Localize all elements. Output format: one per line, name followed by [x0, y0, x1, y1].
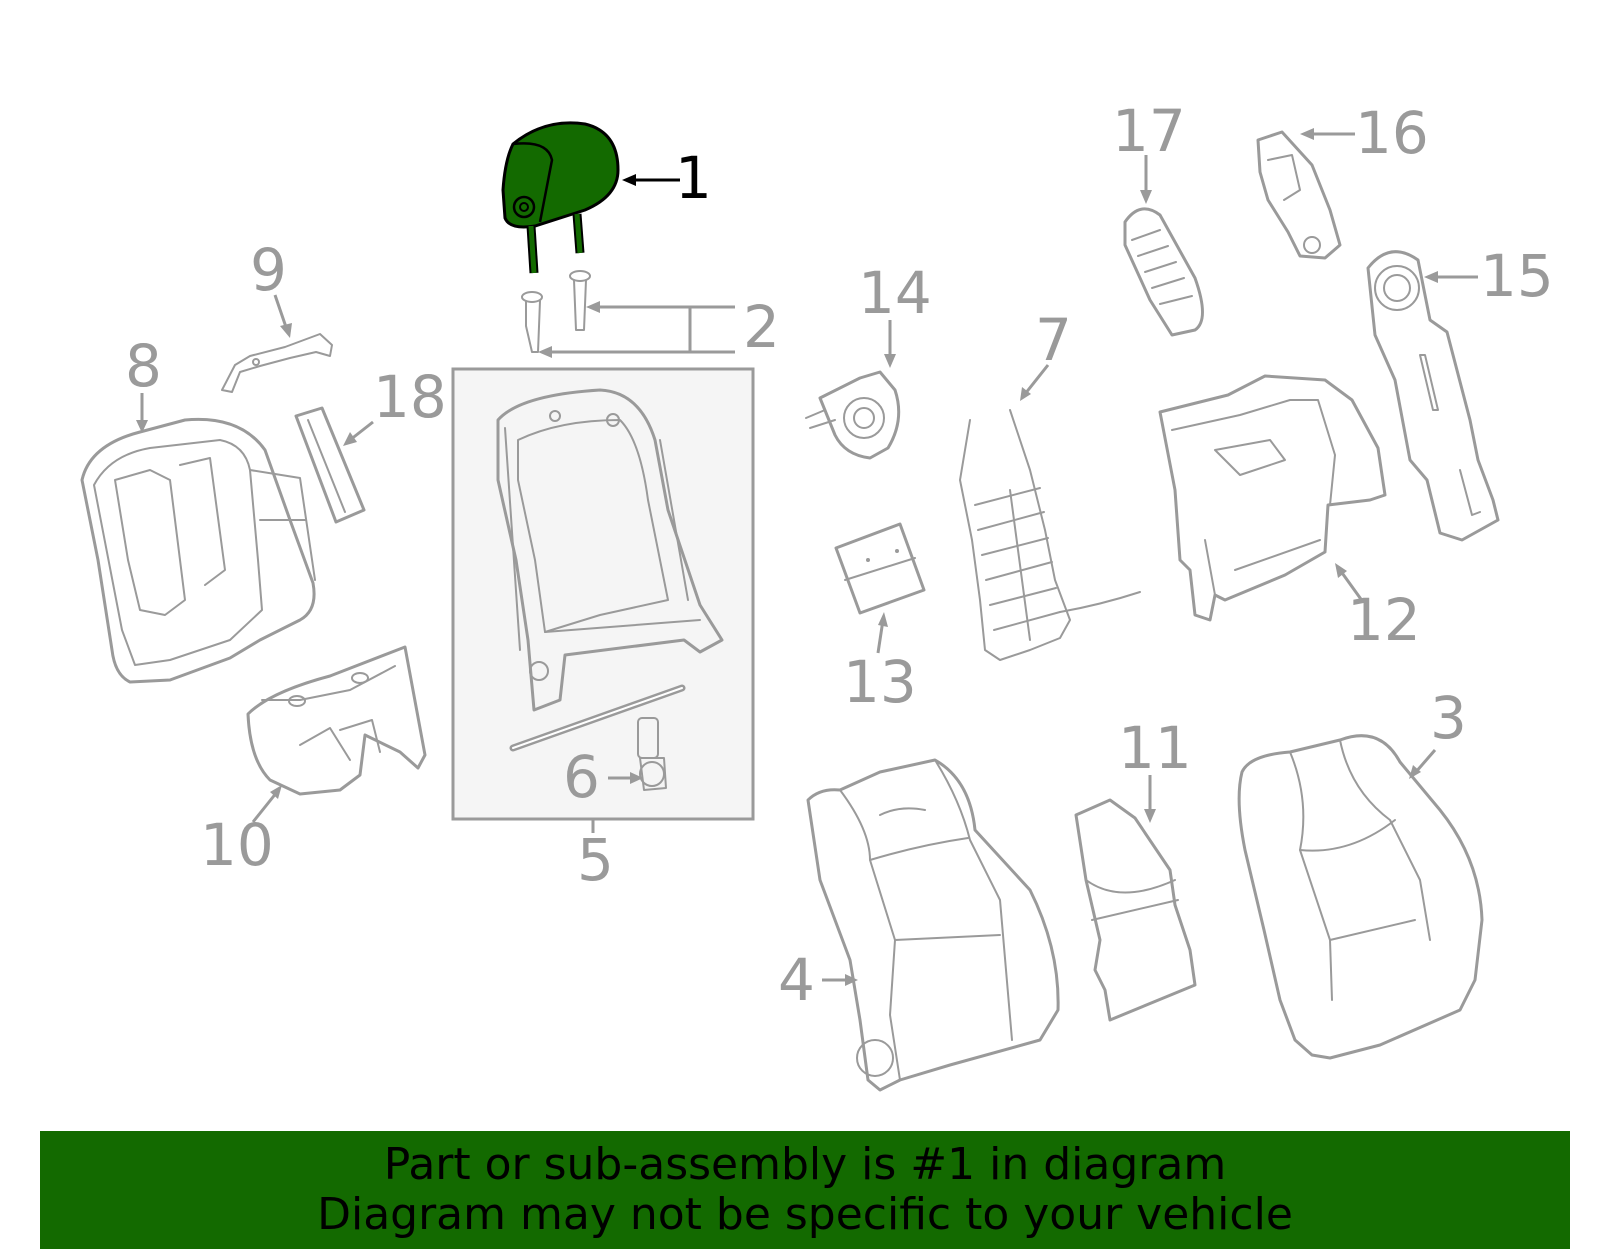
- callout-numbers: 1 2 3 4 5 6 7 8 9 10 11 12 13 14 15 16 1…: [125, 97, 1554, 1014]
- part-11-inner-trim[interactable]: [1074, 798, 1197, 1022]
- callout-5[interactable]: 5: [577, 826, 614, 894]
- part-15-side-panel[interactable]: [1366, 250, 1500, 542]
- callout-9[interactable]: 9: [250, 236, 287, 304]
- callout-3[interactable]: 3: [1430, 684, 1467, 752]
- banner-line-1: Part or sub-assembly is #1 in diagram: [383, 1139, 1227, 1190]
- part-6-motor[interactable]: [637, 717, 667, 791]
- banner-line-2: Diagram may not be specific to your vehi…: [317, 1189, 1293, 1240]
- part-2-headrest-guides[interactable]: [521, 270, 591, 353]
- callout-18[interactable]: 18: [373, 363, 447, 431]
- callout-16[interactable]: 16: [1355, 99, 1429, 167]
- part-5-seat-frame[interactable]: [496, 388, 724, 752]
- callout-7[interactable]: 7: [1035, 306, 1072, 374]
- callout-14[interactable]: 14: [858, 259, 932, 327]
- part-18-trim-strip[interactable]: [294, 406, 366, 524]
- part-4-seat-back-cover[interactable]: [806, 758, 1060, 1092]
- part-17-side-pad[interactable]: [1123, 207, 1204, 337]
- part-9-bracket[interactable]: [221, 333, 333, 393]
- part-12-seat-back-module[interactable]: [1158, 374, 1387, 622]
- callout-8[interactable]: 8: [125, 332, 162, 400]
- callout-13[interactable]: 13: [843, 648, 917, 716]
- part-1-headrest[interactable]: [501, 121, 620, 274]
- part-7-lumbar-mat[interactable]: [959, 409, 1141, 661]
- callout-10[interactable]: 10: [200, 811, 274, 879]
- part-5-frame-box: [451, 367, 755, 821]
- callout-2[interactable]: 2: [743, 293, 780, 361]
- part-16-side-trim[interactable]: [1256, 130, 1342, 260]
- callout-12[interactable]: 12: [1347, 586, 1421, 654]
- info-banner: Part or sub-assembly is #1 in diagram Di…: [40, 1131, 1570, 1249]
- callout-1[interactable]: 1: [675, 144, 712, 212]
- part-14-speaker[interactable]: [805, 370, 901, 460]
- part-10-lower-shield[interactable]: [246, 645, 427, 796]
- part-13-module[interactable]: [834, 522, 926, 615]
- callout-17[interactable]: 17: [1112, 97, 1186, 165]
- callout-4[interactable]: 4: [778, 946, 815, 1014]
- callout-6[interactable]: 6: [563, 743, 600, 811]
- callout-11[interactable]: 11: [1118, 714, 1192, 782]
- callout-15[interactable]: 15: [1480, 242, 1554, 310]
- part-8-back-panel[interactable]: [80, 417, 316, 684]
- leader-lines: [136, 128, 1478, 986]
- part-3-seat-back-cover-outer[interactable]: [1237, 734, 1484, 1060]
